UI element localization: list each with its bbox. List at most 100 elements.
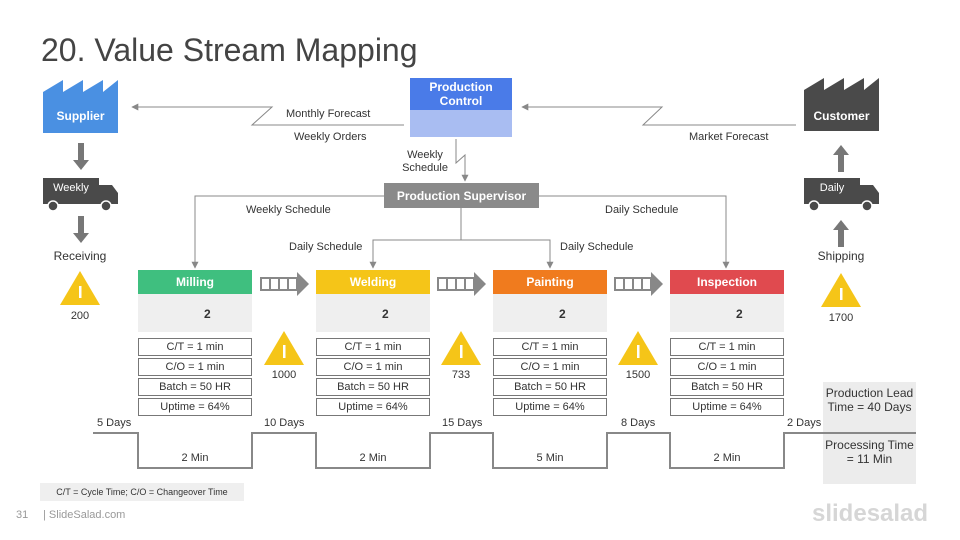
page-number: 31 — [16, 509, 29, 521]
timeline-wait: 8 Days — [621, 417, 656, 429]
cycle-time: C/T = 1 min — [316, 338, 430, 356]
flow-line-monthly-forecast — [131, 103, 404, 126]
inventory-value: 733 — [451, 369, 471, 381]
supplier-label: Supplier — [56, 109, 105, 123]
timeline-process-time: 2 Min — [713, 452, 741, 464]
inventory-value: 1500 — [625, 369, 651, 381]
cycle-time: C/T = 1 min — [138, 338, 252, 356]
footer-text: | SlideSalad.com — [43, 509, 126, 521]
changeover-time: C/O = 1 min — [670, 358, 784, 376]
production-supervisor-box — [384, 183, 539, 208]
timeline-wait: 15 Days — [442, 417, 483, 429]
shipping-label: Shipping — [817, 249, 865, 263]
receiving-inventory: 200 — [70, 310, 90, 322]
inventory-triangle-icon — [441, 331, 481, 365]
customer-factory-icon — [804, 78, 879, 131]
process-inspection: Inspection 2 — [670, 270, 784, 332]
truck-daily-icon — [804, 178, 879, 212]
inventory-triangle-icon — [618, 331, 658, 365]
timeline-wait: 5 Days — [97, 417, 132, 429]
data-box-inspection: C/T = 1 min C/O = 1 min Batch = 50 HR Up… — [670, 338, 784, 416]
shipping-inventory: 1700 — [828, 312, 854, 324]
operator-count: 2 — [559, 307, 566, 321]
process-body: 2 — [493, 294, 607, 332]
process-painting: Painting 2 — [493, 270, 607, 332]
process-body: 2 — [138, 294, 252, 332]
changeover-time: C/O = 1 min — [138, 358, 252, 376]
weekly-schedule-milling-label: Weekly Schedule — [246, 204, 331, 216]
process-name: Painting — [493, 270, 607, 294]
data-box-painting: C/T = 1 min C/O = 1 min Batch = 50 HR Up… — [493, 338, 607, 416]
timeline-line — [93, 432, 916, 469]
schedule-line-inspection — [539, 195, 730, 269]
supplier-factory-icon — [43, 80, 118, 133]
push-arrow-icon — [260, 272, 309, 296]
truck-weekly-label: Weekly — [53, 182, 89, 194]
flow-line-market-forecast — [521, 103, 796, 126]
monthly-forecast-label: Monthly Forecast — [286, 108, 371, 120]
uptime: Uptime = 64% — [493, 398, 607, 416]
daily-schedule-painting-label: Daily Schedule — [560, 241, 634, 253]
daily-schedule-inspection-label: Daily Schedule — [605, 204, 679, 216]
down-arrow-icon — [73, 143, 89, 170]
production-lead-time: Production Lead Time = 40 Days — [823, 382, 916, 432]
data-box-welding: C/T = 1 min C/O = 1 min Batch = 50 HR Up… — [316, 338, 430, 416]
batch-size: Batch = 50 HR — [493, 378, 607, 396]
up-arrow-icon — [833, 220, 849, 247]
production-control-bottom — [410, 110, 512, 137]
batch-size: Batch = 50 HR — [138, 378, 252, 396]
weekly-schedule-control-label: Weekly Schedule — [402, 149, 448, 174]
truck-daily-label: Daily — [819, 182, 845, 194]
timeline-wait: 2 Days — [787, 417, 822, 429]
customer-label: Customer — [813, 109, 870, 123]
receiving-label: Receiving — [53, 249, 107, 263]
process-body: 2 — [316, 294, 430, 332]
inventory-triangle-icon — [264, 331, 304, 365]
flow-line-weekly-schedule — [455, 139, 469, 182]
uptime: Uptime = 64% — [670, 398, 784, 416]
timeline-process-time: 2 Min — [181, 452, 209, 464]
operator-count: 2 — [382, 307, 389, 321]
schedule-line-welding — [369, 239, 461, 269]
process-name: Welding — [316, 270, 430, 294]
batch-size: Batch = 50 HR — [316, 378, 430, 396]
daily-schedule-welding-label: Daily Schedule — [289, 241, 363, 253]
changeover-time: C/O = 1 min — [493, 358, 607, 376]
cycle-time: C/T = 1 min — [670, 338, 784, 356]
up-arrow-icon — [833, 145, 849, 172]
uptime: Uptime = 64% — [138, 398, 252, 416]
production-control-label: Production Control — [429, 80, 493, 108]
legend: C/T = Cycle Time; C/O = Changeover Time — [40, 483, 244, 501]
inventory-triangle-icon — [821, 273, 861, 307]
schedule-line-painting — [461, 239, 554, 269]
push-arrow-icon — [437, 272, 486, 296]
batch-size: Batch = 50 HR — [670, 378, 784, 396]
down-arrow-icon — [73, 216, 89, 243]
changeover-time: C/O = 1 min — [316, 358, 430, 376]
schedule-line-milling — [191, 195, 384, 269]
data-box-milling: C/T = 1 min C/O = 1 min Batch = 50 HR Up… — [138, 338, 252, 416]
process-name: Inspection — [670, 270, 784, 294]
process-body: 2 — [670, 294, 784, 332]
push-arrow-icon — [614, 272, 663, 296]
process-name: Milling — [138, 270, 252, 294]
operator-count: 2 — [204, 307, 211, 321]
cycle-time: C/T = 1 min — [493, 338, 607, 356]
operator-count: 2 — [736, 307, 743, 321]
truck-weekly-icon — [43, 178, 118, 212]
inventory-triangle-icon — [60, 271, 100, 305]
timeline-wait: 10 Days — [264, 417, 305, 429]
production-control-top — [410, 78, 512, 110]
uptime: Uptime = 64% — [316, 398, 430, 416]
process-welding: Welding 2 — [316, 270, 430, 332]
timeline-process-time: 2 Min — [359, 452, 387, 464]
market-forecast-label: Market Forecast — [689, 131, 769, 143]
inventory-value: 1000 — [271, 369, 297, 381]
timeline-process-time: 5 Min — [536, 452, 564, 464]
process-milling: Milling 2 — [138, 270, 252, 332]
processing-time: Processing Time = 11 Min — [823, 434, 916, 484]
weekly-orders-label: Weekly Orders — [294, 131, 367, 143]
brand-logo: slidesalad — [812, 500, 929, 527]
page-title: 20. Value Stream Mapping — [41, 32, 418, 68]
production-supervisor-label: Production Supervisor — [396, 189, 527, 203]
